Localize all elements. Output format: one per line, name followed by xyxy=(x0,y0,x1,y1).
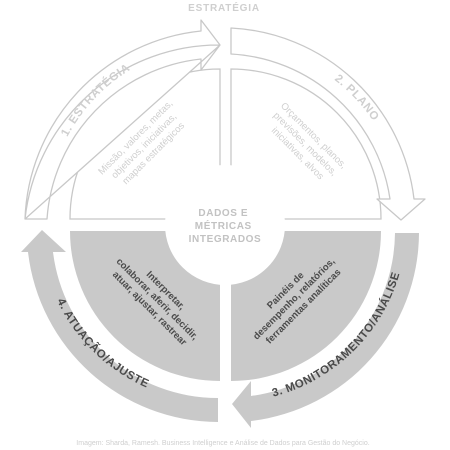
quadrant-monitoring-inner xyxy=(231,231,381,381)
image-caption: Imagem: Sharda, Ramesh. Business Intelli… xyxy=(76,440,369,447)
arrow-plan xyxy=(230,27,426,221)
arrow-monitoring xyxy=(232,233,419,428)
quadrant-plan-inner xyxy=(230,68,382,220)
quadrant-action-inner xyxy=(70,231,220,381)
top-title: ESTRATÉGIA xyxy=(188,1,260,14)
arrow-action xyxy=(21,230,218,422)
center-label: DADOS E MÉTRICAS INTEGRADOS xyxy=(189,208,262,245)
center-circle xyxy=(165,165,285,285)
arrow-strategy xyxy=(24,19,221,220)
